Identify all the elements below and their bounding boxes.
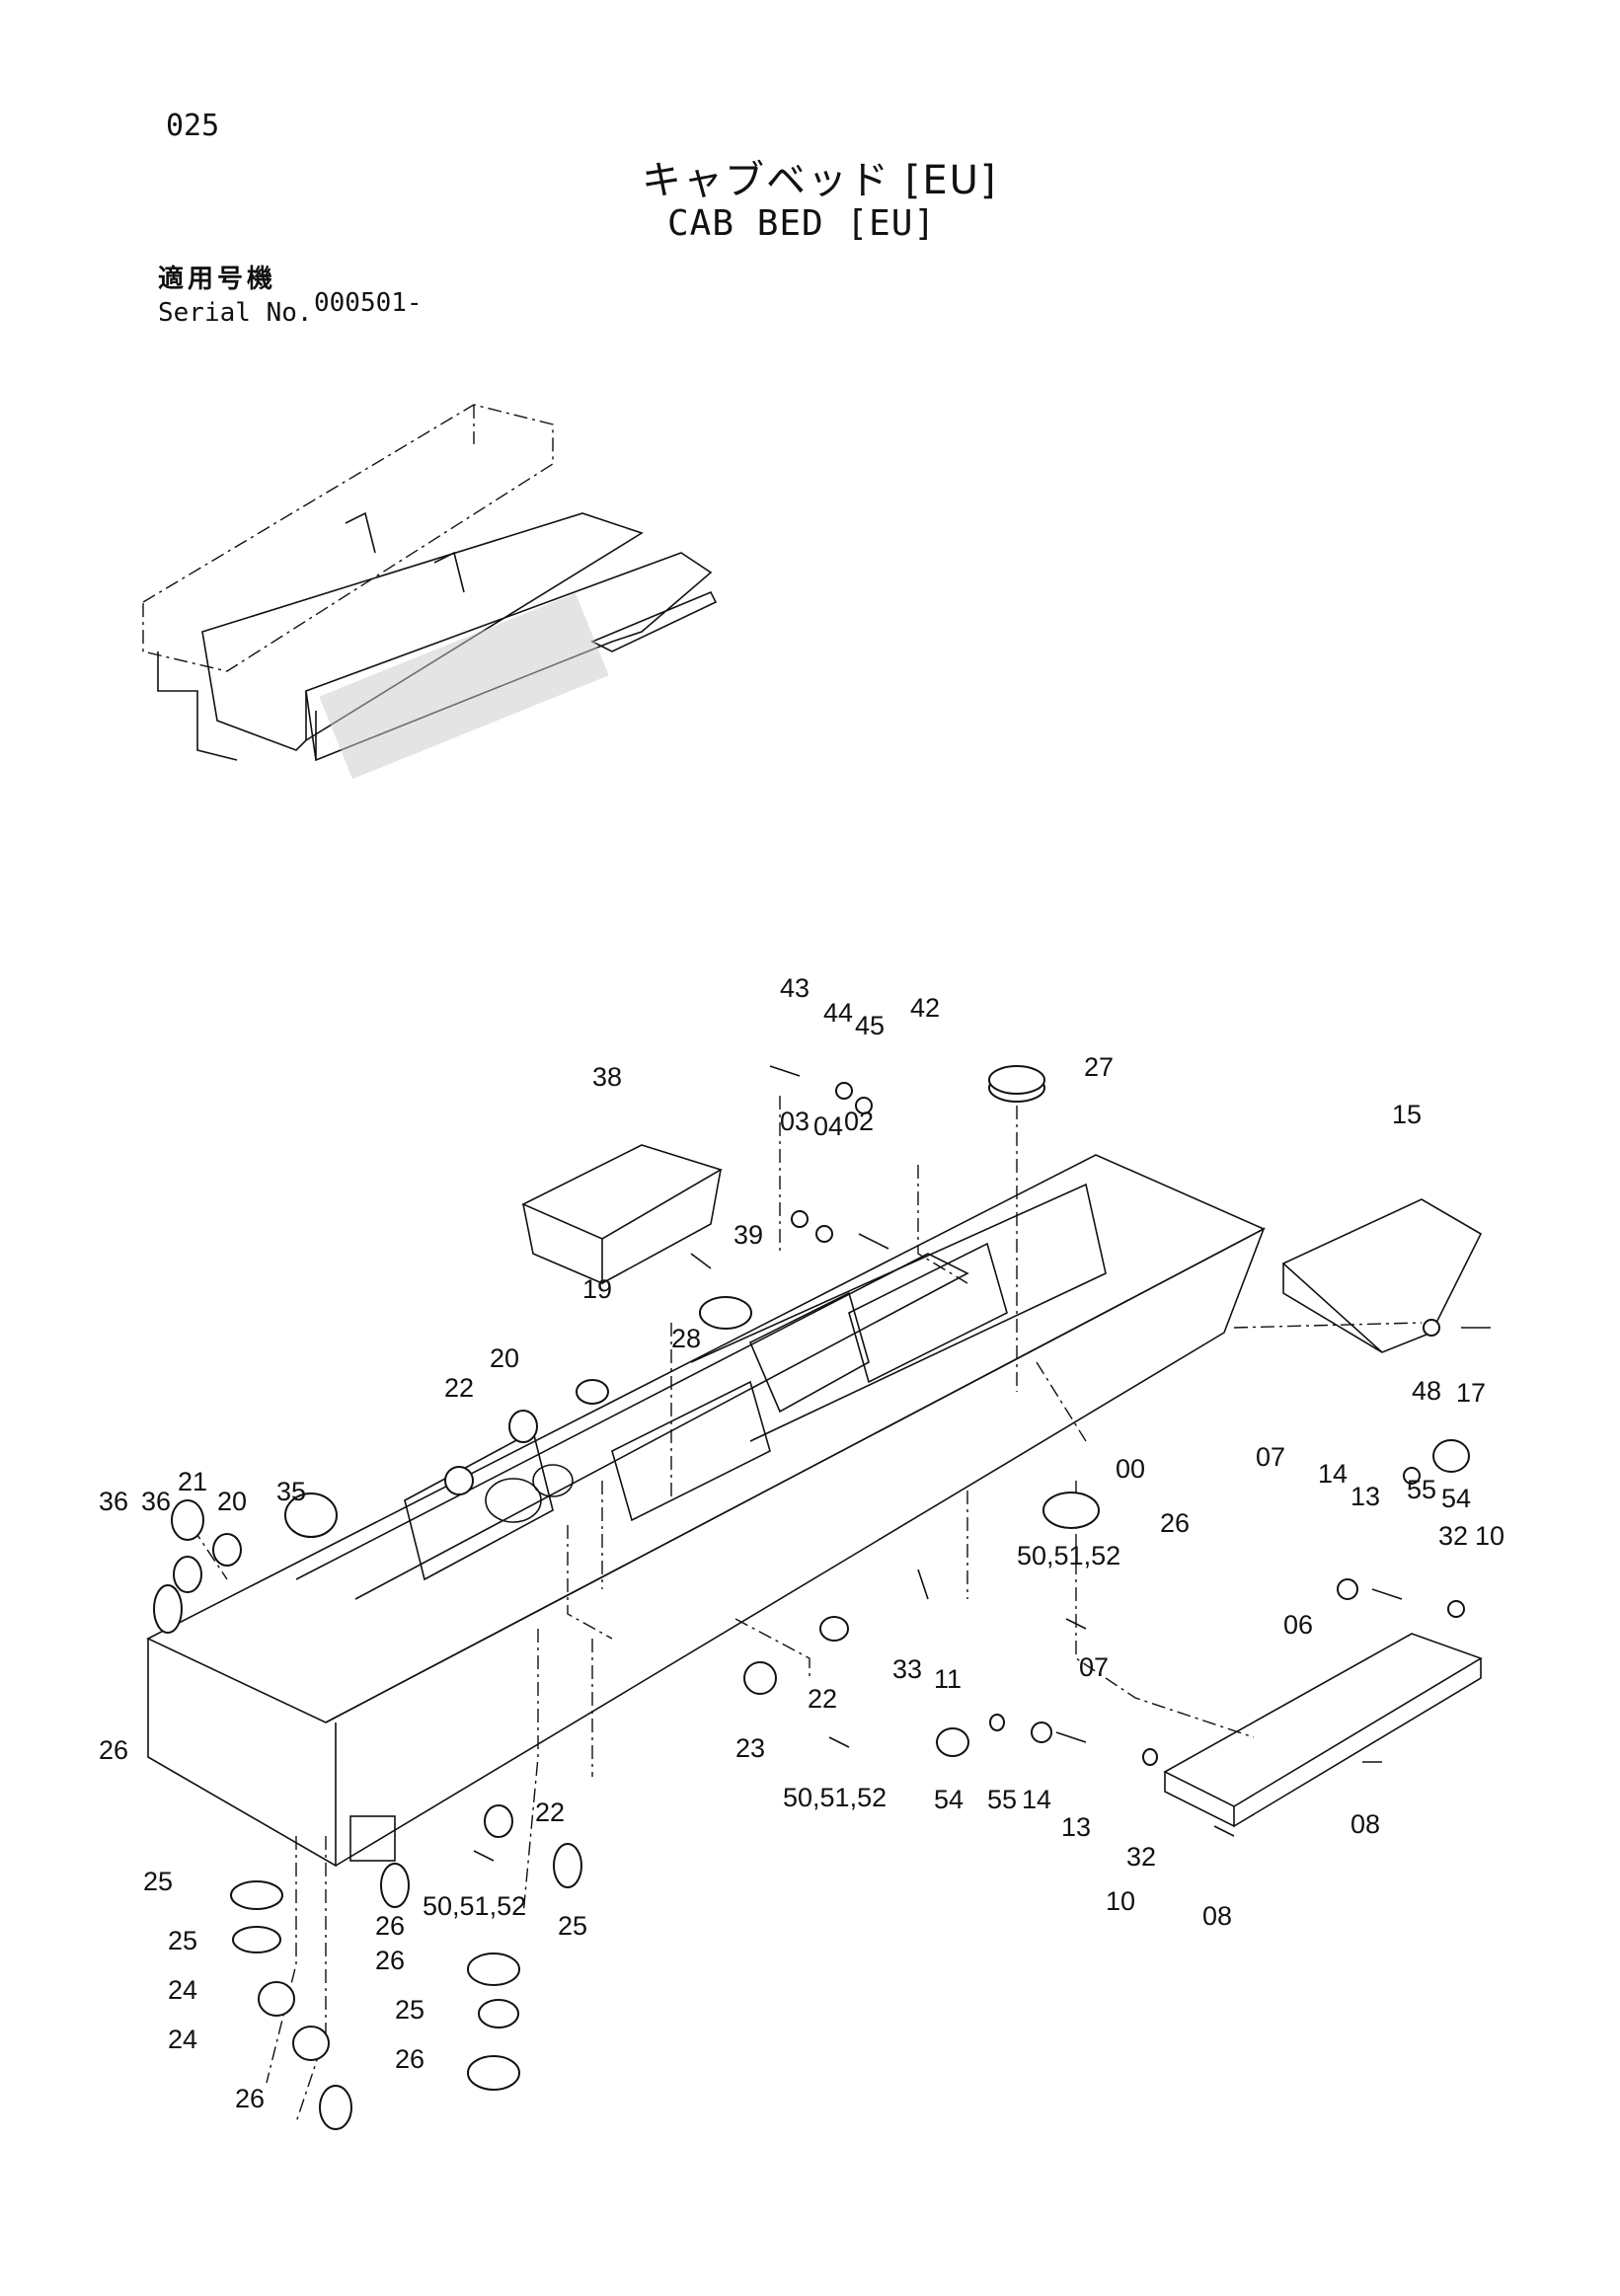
callout-28: 28 [671,1324,701,1353]
callout-25: 25 [168,1926,197,1955]
callout-10: 10 [1475,1521,1504,1551]
callout-17: 17 [1456,1378,1486,1408]
serial-label-english: Serial No. [158,298,313,328]
callout-50-51-52: 50,51,52 [783,1783,887,1812]
callout-22: 22 [808,1684,837,1714]
callout-03: 03 [780,1107,810,1136]
callout-14: 14 [1022,1785,1051,1814]
cover-part-15 [1281,1198,1483,1353]
callout-21: 21 [178,1467,207,1496]
callout-11: 11 [934,1664,962,1694]
callout-02: 02 [844,1107,874,1136]
callout-38: 38 [592,1062,622,1092]
callout-32: 32 [1438,1521,1468,1551]
callout-26: 26 [99,1735,128,1765]
callout-26: 26 [375,1911,405,1941]
callout-20: 20 [490,1343,519,1373]
callout-26: 26 [375,1946,405,1975]
callout-32: 32 [1126,1842,1156,1872]
callout-39: 39 [733,1220,763,1250]
callout-20: 20 [217,1487,247,1516]
callout-06: 06 [1283,1610,1313,1640]
callout-50-51-52: 50,51,52 [1017,1541,1120,1570]
callout-50-51-52: 50,51,52 [423,1891,526,1921]
callout-54: 54 [934,1785,964,1814]
callout-00: 00 [1116,1454,1145,1484]
callout-08: 08 [1202,1901,1232,1931]
callout-07: 07 [1079,1652,1109,1682]
title-japanese: キャブベッド [EU] [642,158,998,203]
callout-33: 33 [892,1654,922,1684]
callout-26: 26 [235,2084,265,2113]
callout-36: 36 [99,1487,128,1516]
step-part-06 [1163,1633,1483,1828]
callout-44: 44 [823,998,853,1028]
callout-43: 43 [780,973,810,1003]
callout-48: 48 [1412,1376,1441,1406]
location-sketch [142,404,718,780]
callout-15: 15 [1392,1100,1422,1129]
callout-24: 24 [168,2025,197,2054]
serial-number-value: 000501- [314,288,423,318]
bracket-part-38 [521,1144,723,1285]
callout-25: 25 [143,1867,173,1896]
callout-55: 55 [1407,1475,1436,1504]
callout-42: 42 [910,993,940,1023]
callout-23: 23 [735,1733,765,1763]
callout-10: 10 [1106,1886,1135,1916]
callout-25: 25 [395,1995,424,2025]
callout-45: 45 [855,1011,885,1040]
callout-14: 14 [1318,1459,1348,1489]
loose-parts [153,1065,1491,2130]
callout-08: 08 [1350,1809,1380,1839]
callout-26: 26 [1160,1508,1190,1538]
callout-35: 35 [276,1477,306,1506]
callout-54: 54 [1441,1484,1471,1513]
callout-07: 07 [1256,1442,1285,1472]
callout-25: 25 [558,1911,587,1941]
serial-label-japanese: 適用号機 [158,265,277,294]
assembly-lines [177,1096,1423,2123]
callout-24: 24 [168,1975,197,2005]
callout-27: 27 [1084,1052,1114,1082]
page-number: 025 [166,109,220,143]
callout-22: 22 [444,1373,474,1403]
callout-04: 04 [813,1111,843,1141]
callout-13: 13 [1350,1482,1380,1511]
callout-19: 19 [582,1274,612,1304]
title-english: CAB BED [EU] [667,203,937,244]
callout-22: 22 [535,1798,565,1827]
callout-55: 55 [987,1785,1017,1814]
callout-13: 13 [1061,1812,1091,1842]
callout-26: 26 [395,2044,424,2074]
callout-36: 36 [141,1487,171,1516]
